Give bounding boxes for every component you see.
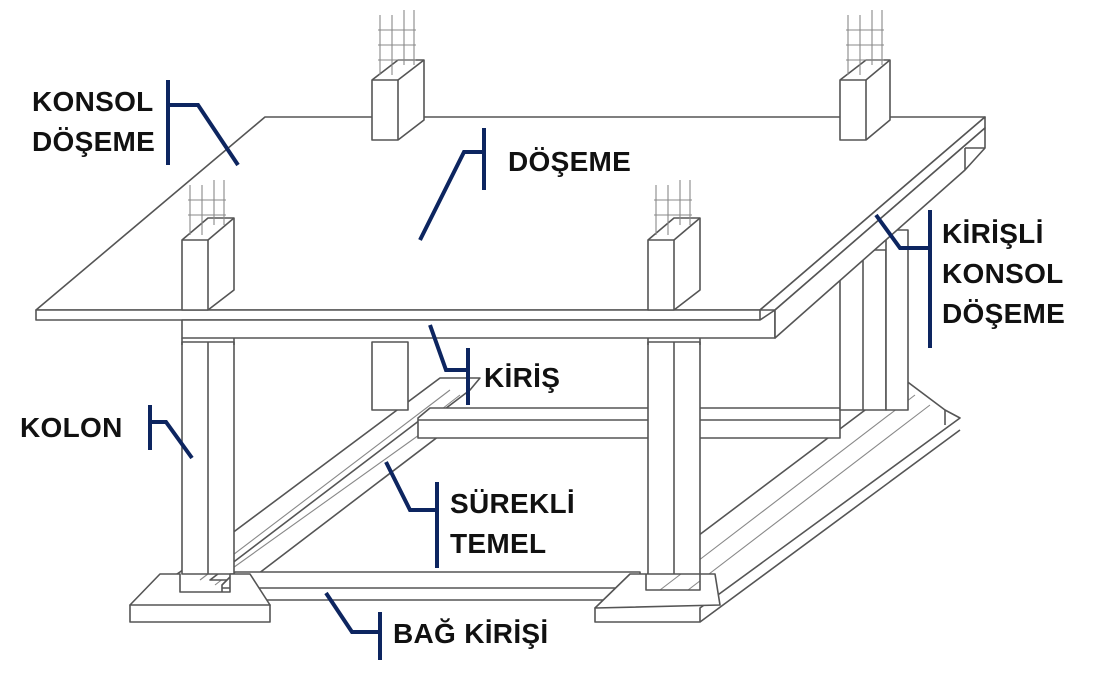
columns: [129, 229, 909, 609]
label-line: BAĞ KİRİŞİ: [393, 618, 549, 649]
callout-surekli-temel: [384, 461, 439, 568]
callout-konsol-doseme: [166, 80, 240, 167]
label-bag-kirisi: BAĞ KİRİŞİ: [393, 614, 548, 654]
label-line: KOLON: [20, 412, 123, 443]
callout-kolon: [148, 405, 194, 460]
label-surekli-temel: SÜREKLİ TEMEL: [450, 484, 575, 564]
label-line: KİRİŞLİ: [942, 218, 1044, 249]
callout-kirisli-konsol-doseme: [874, 210, 932, 348]
label-line: SÜREKLİ: [450, 488, 575, 519]
callout-kiris: [428, 324, 470, 405]
label-line: DÖŞEME: [508, 146, 632, 177]
label-line: KONSOL: [942, 258, 1064, 289]
label-line: DÖŞEME: [32, 126, 156, 157]
tie-beam: [221, 407, 841, 601]
label-line: KONSOL: [32, 86, 154, 117]
label-line: KİRİŞ: [484, 362, 561, 393]
slab: [35, 116, 986, 345]
label-line: DÖŞEME: [942, 298, 1066, 329]
callout-bag-kirisi: [324, 591, 382, 660]
label-kirisli-konsol-doseme: KİRİŞLİ KONSOL DÖŞEME: [942, 214, 1065, 334]
callout-doseme: [418, 128, 486, 241]
column-stubs: [181, 10, 891, 311]
label-line: TEMEL: [450, 528, 547, 559]
label-kolon: KOLON: [20, 408, 123, 448]
label-konsol-doseme: KONSOL DÖŞEME: [32, 82, 155, 162]
label-kiris: KİRİŞ: [484, 358, 560, 398]
label-doseme: DÖŞEME: [508, 142, 631, 182]
